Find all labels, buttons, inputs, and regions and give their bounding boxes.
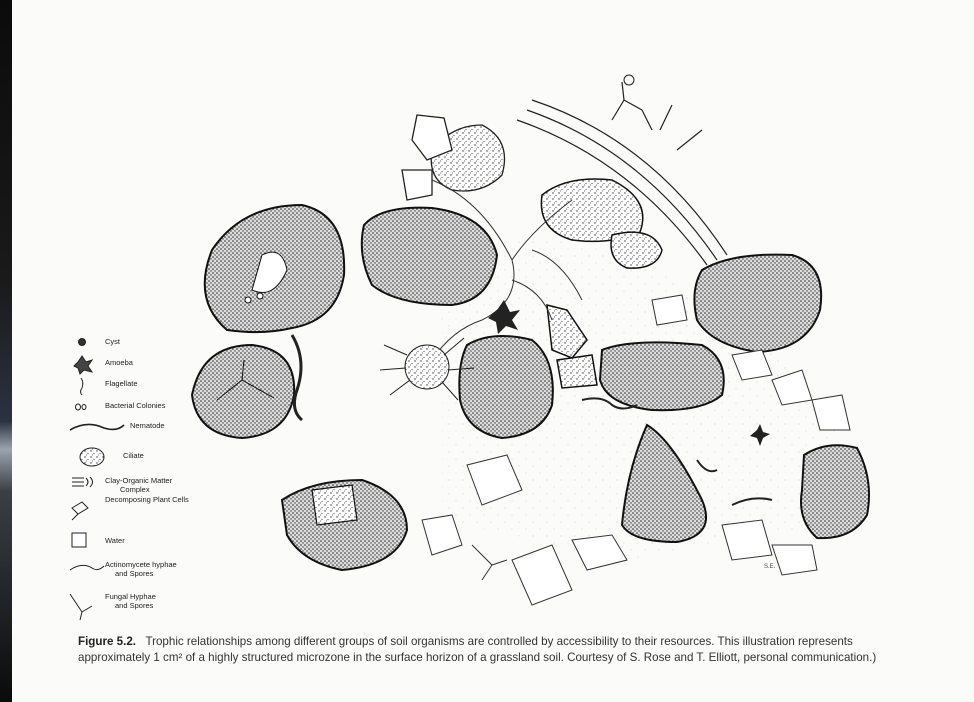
nematode-icon [70,424,124,430]
legend-label-ciliate: Ciliate [123,452,144,460]
water-icon [72,533,86,547]
aggregate-far-right [801,445,869,538]
cyst-icon [79,339,86,346]
legend-label-bacterial-colonies: Bacterial Colonies [105,402,165,410]
legend-label-cyst: Cyst [105,338,120,346]
legend-label-actinomycete-hyphae: Actinomycete hyphae [105,561,177,569]
aggregate-center [459,336,553,438]
aggregate-left-top [205,205,344,332]
actinomycete-hyphae-icon [70,565,104,570]
aggregate-center-right [600,342,724,410]
legend-label-clay-organic-matter: Clay-Organic Matter [105,477,172,485]
legend-label-flagellate: Flagellate [105,380,138,388]
aggregate-bottom-left [282,480,407,570]
aggregate-top-center [362,208,497,305]
bacterial-colonies-icon [76,404,87,410]
legend-label-water: Water [105,537,125,545]
amoeba-icon [74,356,92,374]
figure-page: S.E. Cyst Amoeba Flagellate Bacterial Co… [12,0,974,702]
root-spore-icon [624,75,634,85]
legend-label-complex: Complex [120,486,150,494]
flagellate-icon [81,378,83,395]
caption-label: Figure 5.2. [78,635,136,648]
clay-organic-matter-icon [72,477,93,487]
legend-label-nematode: Nematode [130,422,165,430]
aggregate-left-mid [192,345,294,438]
legend-label-fungal-hyphae: Fungal Hyphae [105,593,156,601]
fungal-hypha-bottom [472,545,507,580]
aggregate-right [694,255,821,352]
legend-label-decomposing-plant-cells: Decomposing Plant Cells [105,496,189,504]
legend-label-actinomycete-spores: and Spores [115,570,153,578]
fungal-hyphae-icon [70,594,92,620]
caption-text: Trophic relationships among different gr… [78,635,876,664]
decomposing-plant-cells-icon [72,502,88,520]
legend-label-amoeba: Amoeba [105,359,133,367]
artist-signature: S.E. [764,564,776,570]
aggregate-top-cluster [402,115,505,200]
soil-microzone-illustration: S.E. [12,0,974,702]
figure-caption: Figure 5.2. Trophic relationships among … [78,634,890,666]
legend-label-fungal-spores: and Spores [115,602,153,610]
ciliate-icon [80,448,104,466]
